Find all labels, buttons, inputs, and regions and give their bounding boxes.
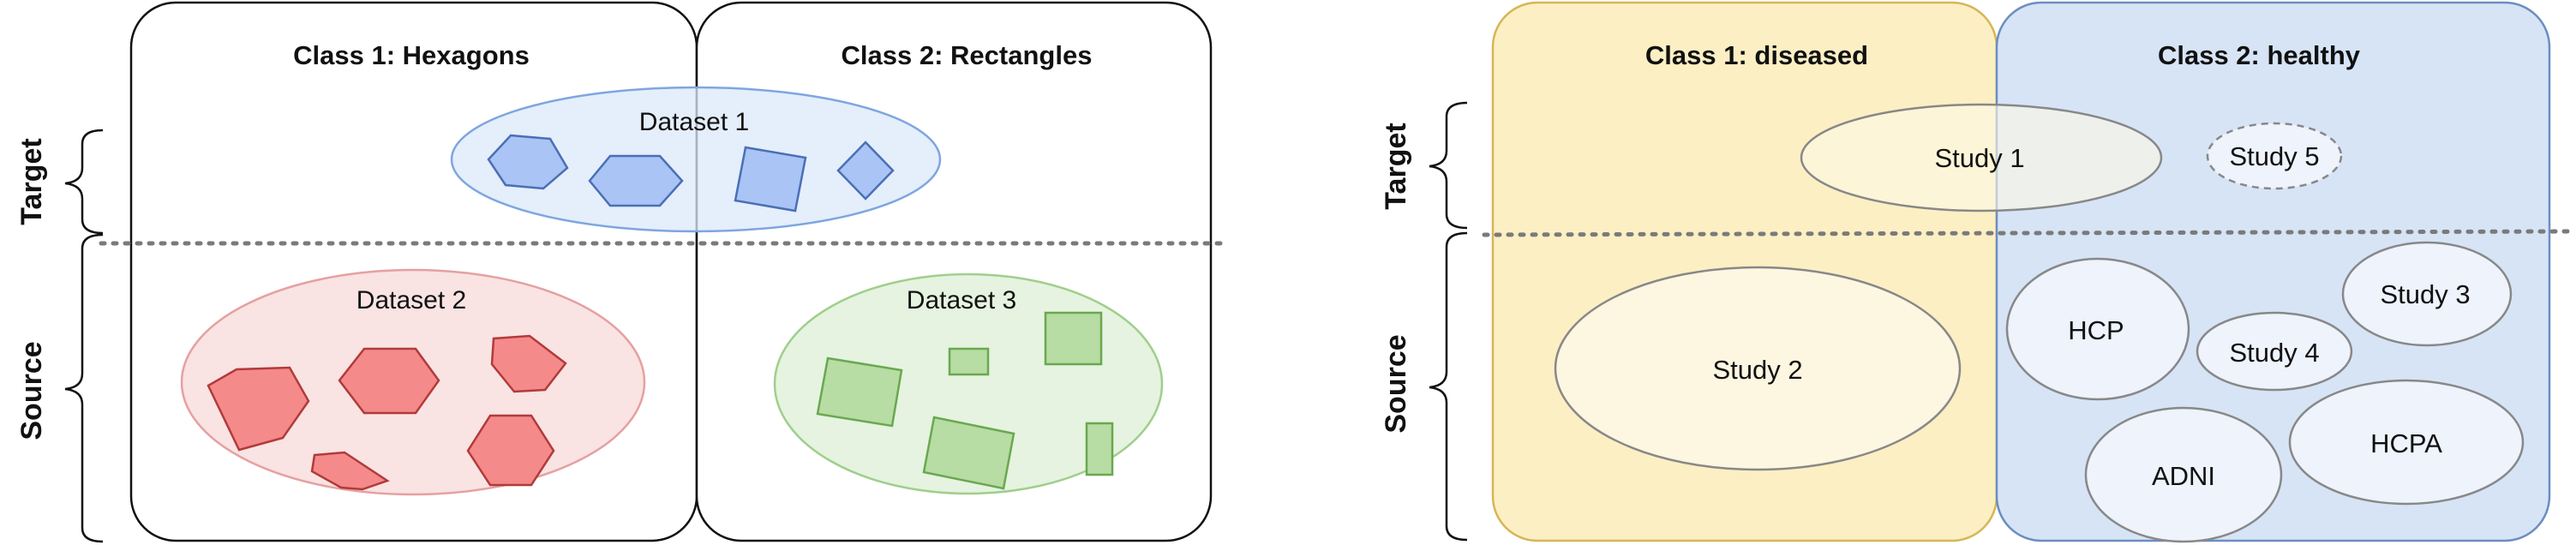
study-5-ellipse <box>2206 122 2343 190</box>
green-rectangle-shape <box>922 416 1015 490</box>
study-2-label: Study 2 <box>1712 355 1802 385</box>
adni-ellipse <box>2084 406 2283 543</box>
target-brace <box>1429 101 1468 230</box>
target-source-separator <box>1482 229 2573 237</box>
hcp-label: HCP <box>2068 315 2124 345</box>
hexagons-class-title: Class 1: Hexagons <box>293 40 530 70</box>
target-brace <box>64 129 104 235</box>
study-1-ellipse <box>1800 103 2163 213</box>
target-axis-label: Target <box>1380 123 1412 209</box>
green-rectangle-shape <box>816 356 903 428</box>
hcp-ellipse <box>2005 257 2190 401</box>
study-4-ellipse <box>2196 311 2353 392</box>
green-rectangle-shape <box>1085 422 1114 476</box>
left-panel: Class 1: Hexagons Class 2: Rectangles Da… <box>15 1 1228 543</box>
blue-hexagon-shape <box>487 134 569 190</box>
red-hexagon-shape <box>310 451 390 491</box>
dataset-1-label: Dataset 1 <box>639 108 749 136</box>
study-4-label: Study 4 <box>2229 338 2319 368</box>
study-3-ellipse <box>2341 241 2513 347</box>
source-axis-label: Source <box>15 341 48 440</box>
source-brace <box>1429 231 1468 542</box>
green-rectangle-shape <box>1044 311 1103 366</box>
study-5-label: Study 5 <box>2229 141 2319 171</box>
study-1-label: Study 1 <box>1934 143 2024 173</box>
right-panel: Class 1: diseased Class 2: healthy Study… <box>1380 1 2573 543</box>
rectangles-class-title: Class 2: Rectangles <box>842 40 1093 70</box>
red-hexagon-shape <box>207 366 310 452</box>
blue-hexagon-shape <box>588 154 684 207</box>
blue-rectangle-shape <box>734 146 807 213</box>
adni-label: ADNI <box>2152 461 2215 491</box>
red-hexagon-shape <box>338 347 440 415</box>
source-brace <box>64 233 104 543</box>
healthy-class-title: Class 2: healthy <box>2158 40 2361 70</box>
study-3-label: Study 3 <box>2380 279 2470 309</box>
dataset-1-ellipse <box>450 86 942 233</box>
blue-diamond-shape <box>836 141 895 201</box>
diseased-class-title: Class 1: diseased <box>1645 40 1868 70</box>
red-hexagon-shape <box>490 334 567 393</box>
red-hexagon-shape <box>466 414 555 487</box>
study-2-ellipse <box>1554 266 1962 471</box>
target-axis-label: Target <box>15 138 48 225</box>
dataset-3-label: Dataset 3 <box>907 286 1016 314</box>
dataset-2-label: Dataset 2 <box>356 286 466 314</box>
hcpa-ellipse <box>2288 379 2525 506</box>
green-rectangle-shape <box>948 347 990 376</box>
hcpa-label: HCPA <box>2370 428 2442 458</box>
source-axis-label: Source <box>1380 334 1412 433</box>
